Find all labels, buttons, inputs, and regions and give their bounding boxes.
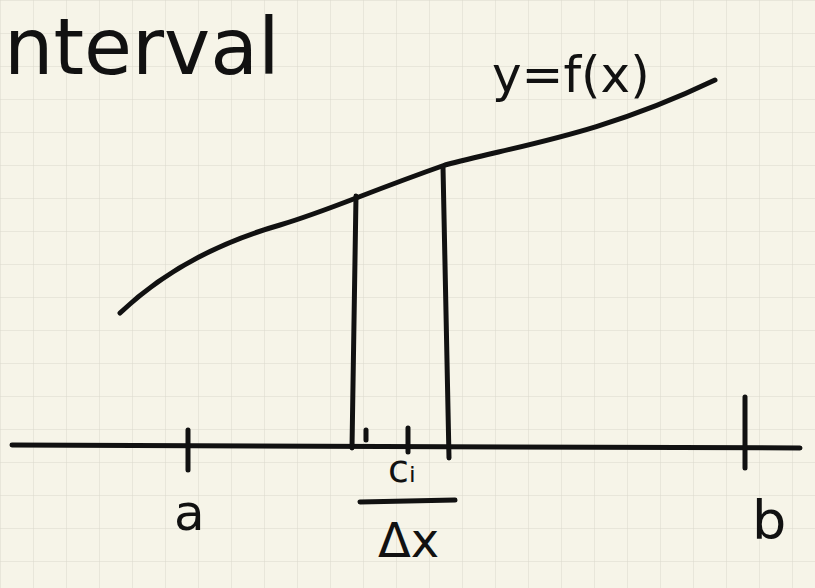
width-bracket	[360, 500, 455, 502]
endpoint-label: a	[174, 488, 205, 538]
tick-left-end	[364, 430, 369, 440]
strip-right	[443, 167, 449, 458]
width-label: Δx	[378, 516, 439, 564]
endpoint-label: b	[752, 494, 786, 548]
tick-a	[186, 430, 191, 470]
strip-left	[352, 196, 356, 448]
sample-point-label: cᵢ	[388, 450, 416, 488]
curve	[120, 80, 715, 313]
heading-fragment: nterval	[4, 8, 280, 86]
function-label: y=f(x)	[492, 50, 650, 100]
tick-b	[743, 397, 748, 468]
tick-sample	[406, 428, 411, 452]
